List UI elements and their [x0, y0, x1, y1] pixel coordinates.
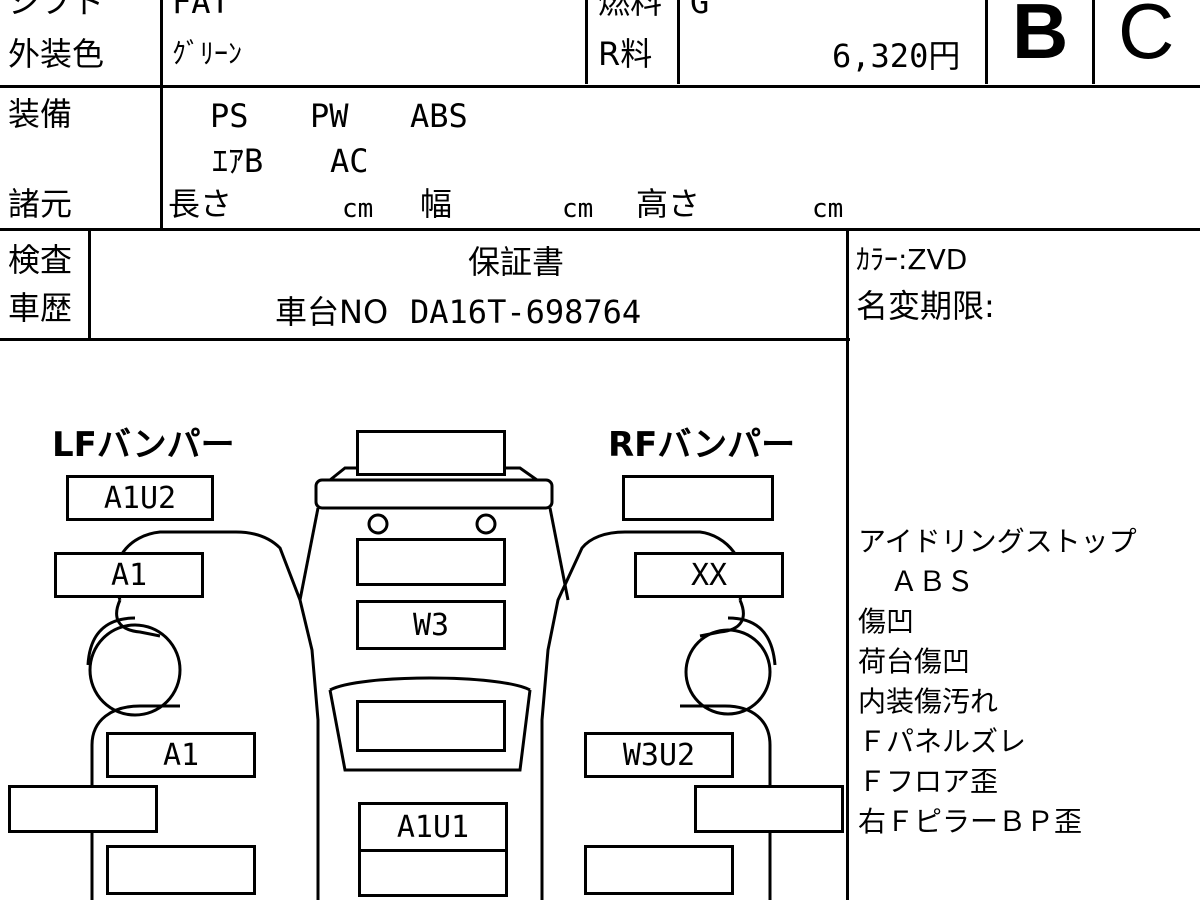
chassis-number: DA16T-698764: [410, 293, 642, 331]
fuel-column-divider: [585, 0, 588, 84]
equipment-item-airbag: ｴｱB: [212, 142, 264, 180]
equipment-item-pw: PW: [310, 97, 349, 135]
rf-bumper-grade-box: [622, 475, 774, 521]
bed-front-grade: A1U1: [396, 809, 470, 845]
height-label: 高さ: [636, 185, 701, 223]
width-unit: cm: [562, 194, 594, 224]
rf-door-grade-box: W3U2: [584, 732, 734, 778]
lf-fender-grade: A1: [110, 557, 148, 593]
fuel-label: 燃料: [598, 0, 663, 21]
header-divider: [0, 85, 1200, 88]
specs-divider: [0, 228, 1200, 231]
label-column-divider: [160, 0, 163, 230]
note-front-panel-gap: Ｆパネルズレ: [858, 725, 1027, 758]
note-interior-dirt: 内装傷汚れ: [858, 685, 999, 718]
lf-door-grade: A1: [162, 737, 200, 773]
bed-front-grade-box: A1U1: [358, 802, 508, 852]
recycle-fee-label: R料: [598, 35, 653, 73]
inspection-label: 検査: [8, 241, 73, 279]
vehicle-history-label: 車歴: [8, 289, 73, 327]
shift-label: シフト: [8, 0, 105, 21]
grade-column-divider: [985, 0, 988, 84]
lf-bumper-label: LFバンパー: [52, 425, 235, 465]
side-info-divider: [846, 230, 849, 900]
length-label: 長さ: [168, 185, 233, 223]
color-code: ｶﾗｰ:ZVD: [856, 243, 968, 276]
windshield-grade: W3: [412, 607, 450, 643]
front-panel-grade-box: [356, 430, 506, 476]
l-bed-side-grade-box: [106, 845, 256, 895]
fuel-value: G: [690, 0, 710, 21]
exterior-color-label: 外装色: [8, 35, 105, 73]
lf-bumper-grade-box: A1U2: [66, 475, 214, 521]
bed-floor-grade-box: [358, 849, 508, 897]
name-change-deadline: 名変期限:: [856, 287, 995, 325]
rf-door-grade: W3U2: [622, 737, 696, 773]
shift-value: FAT: [172, 0, 230, 21]
rf-bumper-label: RFバンパー: [608, 425, 796, 465]
equipment-item-ac: AC: [330, 142, 369, 180]
interior-grade: C: [1118, 0, 1175, 75]
warranty-label: 保証書: [468, 243, 565, 281]
note-scratch-dent: 傷凹: [858, 605, 915, 638]
note-right-pillar-warp: 右ＦピラーＢＰ歪: [858, 805, 1083, 838]
rf-fender-grade-box: XX: [634, 552, 784, 598]
recycle-fee-value: 6,320円: [832, 37, 961, 75]
l-step-grade-box: [8, 785, 158, 833]
equipment-label: 装備: [8, 95, 73, 133]
width-label: 幅: [420, 185, 453, 223]
length-unit: cm: [342, 194, 374, 224]
exterior-grade: B: [1012, 0, 1069, 75]
cab-roof-grade-box: [356, 700, 506, 752]
rf-fender-grade: XX: [690, 557, 728, 593]
lf-bumper-grade: A1U2: [103, 480, 177, 516]
inspection-divider: [0, 338, 850, 341]
r-bed-side-grade-box: [584, 845, 734, 895]
hood-grade-box: [356, 538, 506, 586]
note-bed-scratch-dent: 荷台傷凹: [858, 645, 971, 678]
lf-fender-grade-box: A1: [54, 552, 204, 598]
windshield-grade-box: W3: [356, 600, 506, 650]
fuel-value-divider: [677, 0, 680, 84]
note-front-floor-warp: Ｆフロア歪: [858, 765, 999, 798]
specs-label: 諸元: [8, 185, 73, 223]
equipment-item-ps: PS: [210, 97, 249, 135]
lf-door-grade-box: A1: [106, 732, 256, 778]
note-abs: ＡＢＳ: [890, 565, 975, 598]
exterior-color-value: ｸﾞﾘｰﾝ: [172, 37, 243, 70]
height-unit: cm: [812, 194, 844, 224]
note-idling-stop: アイドリングストップ: [858, 525, 1137, 558]
r-step-grade-box: [694, 785, 844, 833]
equipment-item-abs: ABS: [410, 97, 468, 135]
grade-inner-divider: [1092, 0, 1095, 84]
chassis-number-label: 車台NO: [275, 293, 389, 331]
inspection-label-divider: [88, 230, 91, 340]
